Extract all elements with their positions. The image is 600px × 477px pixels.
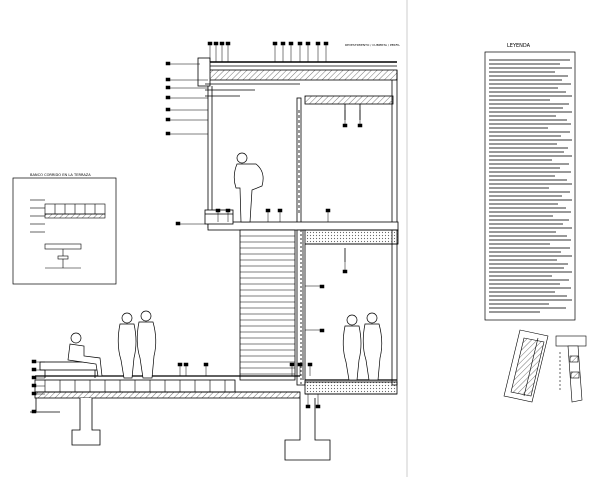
roof-parapet <box>197 57 211 87</box>
bench-detail-panel: BANCO CORRIDO EN LA TERRAZA <box>12 173 117 285</box>
right-markers <box>305 110 363 333</box>
roof-note: REVESTIMIENTO / CUBIERTA / PERFIL <box>345 43 400 47</box>
bottom-markers <box>177 362 321 409</box>
left-foundation <box>71 398 101 446</box>
right-foundation <box>284 398 331 461</box>
legend-panel: LEYENDA <box>484 43 576 321</box>
figure-seated <box>67 332 103 377</box>
staircase <box>239 229 296 381</box>
figure-pair-left <box>117 310 157 379</box>
stair-treads <box>240 235 295 375</box>
legend-title: LEYENDA <box>507 43 531 49</box>
figure-upper-standing <box>233 152 264 223</box>
roof-slab <box>204 69 398 81</box>
bench-detail-title: BANCO CORRIDO EN LA TERRAZA <box>30 173 91 177</box>
key-plan <box>503 329 587 403</box>
left-markers-upper <box>165 61 208 136</box>
figure-pair-right <box>342 312 383 381</box>
top-markers <box>207 41 329 62</box>
mid-markers <box>175 208 331 226</box>
intermediate-slab <box>207 221 399 231</box>
legend-text-lines <box>489 59 572 313</box>
scale-figures <box>67 152 383 381</box>
building-section <box>30 57 399 461</box>
annotation-leaders <box>31 41 363 414</box>
left-markers-lower <box>31 359 45 414</box>
ground-floor-slab <box>304 381 398 395</box>
